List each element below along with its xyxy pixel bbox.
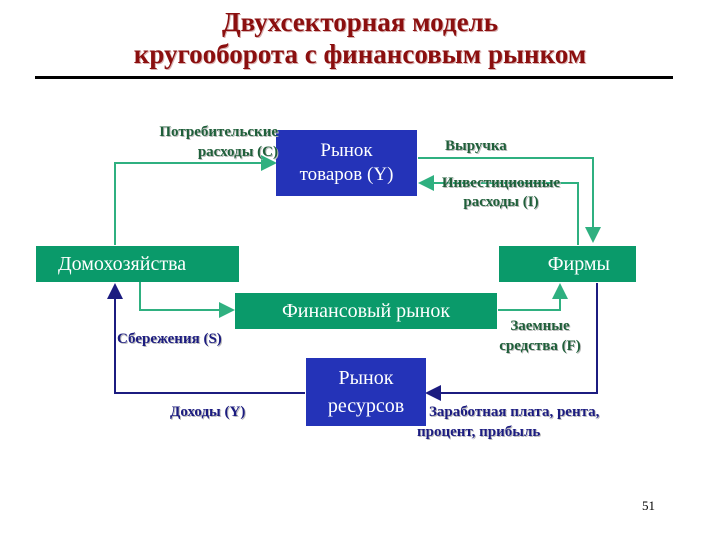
factor-payments-arrow (425, 283, 598, 401)
borrowed-funds-label: Заемные средства (F) (499, 318, 581, 354)
households-box: Домохозяйства (36, 246, 239, 282)
title-line-2: кругооборота с финансовым рынком (133, 39, 587, 69)
savings-label: Сбережения (S) (117, 331, 222, 347)
consumer-spending-arrow (114, 155, 277, 245)
revenue-label: Выручка (445, 138, 507, 154)
financial-market-label: Финансовый рынок (281, 300, 451, 322)
title-line-1: Двухсекторная модель (222, 7, 498, 37)
investment-spending-label: Инвестиционные расходы (I) (441, 175, 561, 210)
resource-market-label: Рынок ресурсов (327, 367, 405, 417)
income-label: Доходы (Y) (170, 404, 246, 420)
revenue-arrow (418, 157, 601, 243)
resource-market-box: Рынок ресурсов (306, 358, 426, 426)
households-label: Домохозяйства (58, 253, 187, 275)
factor-payments-label: Заработная плата, рента, процент, прибыл… (417, 404, 600, 440)
borrowed-funds-arrow (498, 283, 568, 311)
page-number: 51 (642, 498, 655, 513)
firms-label: Фирмы (547, 253, 610, 275)
investment-arrow (418, 175, 579, 245)
firms-box: Фирмы (499, 246, 636, 282)
income-arrow (107, 283, 305, 394)
title-underline (35, 76, 673, 79)
goods-market-label: Рынок товаров (Y) (299, 140, 394, 185)
consumer-spending-label: Потребительские расходы (C) (159, 124, 278, 160)
goods-market-box: Рынок товаров (Y) (276, 130, 417, 196)
financial-market-box: Финансовый рынок (235, 293, 497, 329)
page-title: Двухсекторная модель кругооборота с фина… (40, 6, 680, 70)
savings-arrow (139, 282, 235, 318)
